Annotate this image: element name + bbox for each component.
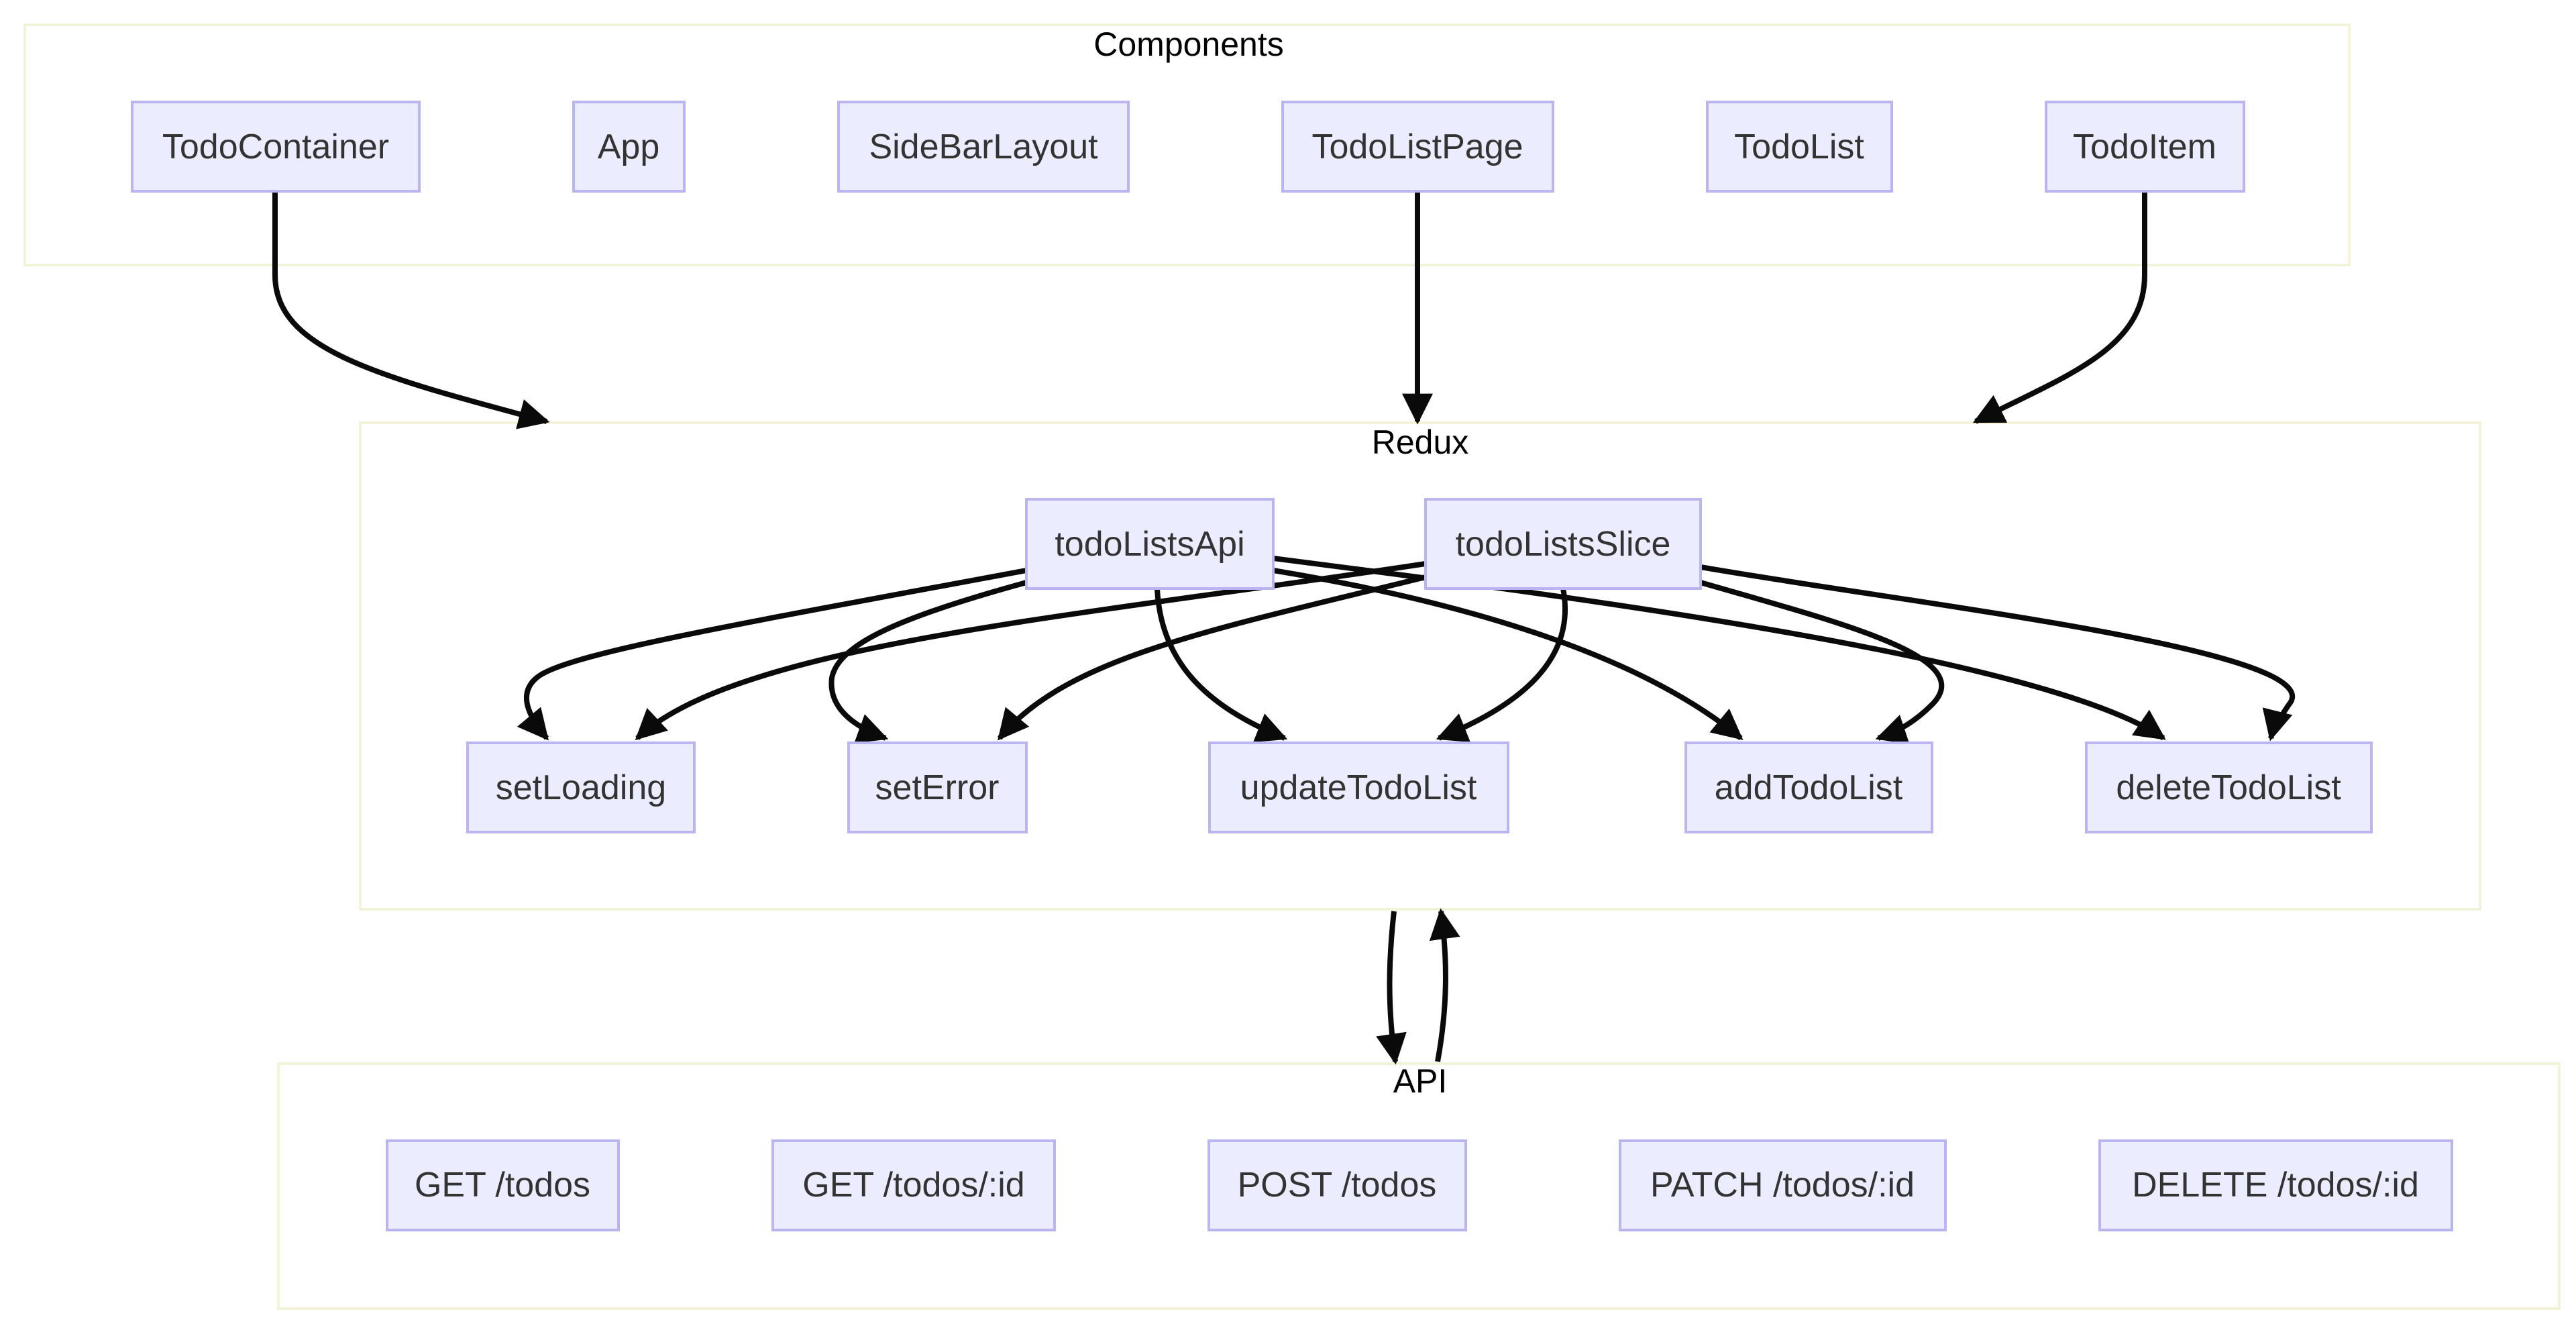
node-todolistsslice-label: todoListsSlice (1456, 525, 1671, 564)
node-todocontainer-label: TodoContainer (162, 127, 389, 166)
node-get-todos-label: GET /todos (415, 1166, 590, 1205)
edge-todoitem-redux (1972, 191, 2147, 424)
edge-api-redux (1429, 908, 1460, 1062)
node-updatetodolist-label: updateTodoList (1240, 768, 1477, 807)
edge-slice-addtodolist (1699, 580, 1945, 744)
node-get-todos[interactable]: GET /todos (386, 1139, 620, 1231)
node-post-todos-label: POST /todos (1238, 1166, 1437, 1205)
node-todolistpage[interactable]: TodoListPage (1281, 101, 1554, 193)
node-deletetodolist[interactable]: deleteTodoList (2085, 742, 2373, 833)
node-patch-todo-label: PATCH /todos/:id (1650, 1166, 1915, 1205)
node-deletetodolist-label: deleteTodoList (2116, 768, 2341, 807)
node-post-todos[interactable]: POST /todos (1208, 1139, 1467, 1231)
node-setloading-label: setLoading (496, 768, 666, 807)
edge-api-updatetodolist (1155, 588, 1288, 742)
node-todoitem-label: TodoItem (2073, 127, 2216, 166)
cluster-redux: Redux (359, 421, 2481, 911)
cluster-components-label: Components (1093, 25, 1284, 63)
node-setloading[interactable]: setLoading (466, 742, 696, 833)
node-todolistsslice[interactable]: todoListsSlice (1424, 498, 1702, 590)
node-get-todo-by-id[interactable]: GET /todos/:id (771, 1139, 1056, 1231)
node-todocontainer[interactable]: TodoContainer (131, 101, 421, 193)
node-seterror-label: setError (875, 768, 1000, 807)
edge-slice-updatetodolist (1436, 588, 1568, 742)
node-todolist-label: TodoList (1734, 127, 1864, 166)
node-sidebarlayout[interactable]: SideBarLayout (837, 101, 1130, 193)
node-patch-todo[interactable]: PATCH /todos/:id (1619, 1139, 1947, 1231)
node-sidebarlayout-label: SideBarLayout (869, 127, 1098, 166)
node-todolistsapi-label: todoListsApi (1055, 525, 1244, 564)
node-delete-todo[interactable]: DELETE /todos/:id (2098, 1139, 2453, 1231)
edge-todocontainer-redux (272, 191, 550, 429)
cluster-api-label: API (1393, 1062, 1448, 1100)
edge-api-addtodolist (1273, 568, 1743, 741)
edge-redux-api (1376, 911, 1407, 1065)
edge-api-setloading (517, 568, 1027, 741)
node-todolistpage-label: TodoListPage (1311, 127, 1523, 166)
node-app-label: App (598, 127, 660, 166)
node-app[interactable]: App (572, 101, 686, 193)
node-updatetodolist[interactable]: updateTodoList (1208, 742, 1509, 833)
node-todolist[interactable]: TodoList (1706, 101, 1893, 193)
edge-api-seterror (828, 580, 1028, 744)
edge-slice-seterror (997, 574, 1426, 741)
node-todoitem[interactable]: TodoItem (2045, 101, 2245, 193)
node-delete-todo-label: DELETE /todos/:id (2132, 1166, 2419, 1205)
node-get-todo-by-id-label: GET /todos/:id (802, 1166, 1024, 1205)
node-seterror[interactable]: setError (847, 742, 1028, 833)
node-addtodolist-label: addTodoList (1715, 768, 1903, 807)
cluster-redux-label: Redux (1372, 423, 1469, 461)
node-todolistsapi[interactable]: todoListsApi (1025, 498, 1275, 590)
edge-slice-deletetodolist (1700, 564, 2295, 742)
node-addtodolist[interactable]: addTodoList (1684, 742, 1933, 833)
